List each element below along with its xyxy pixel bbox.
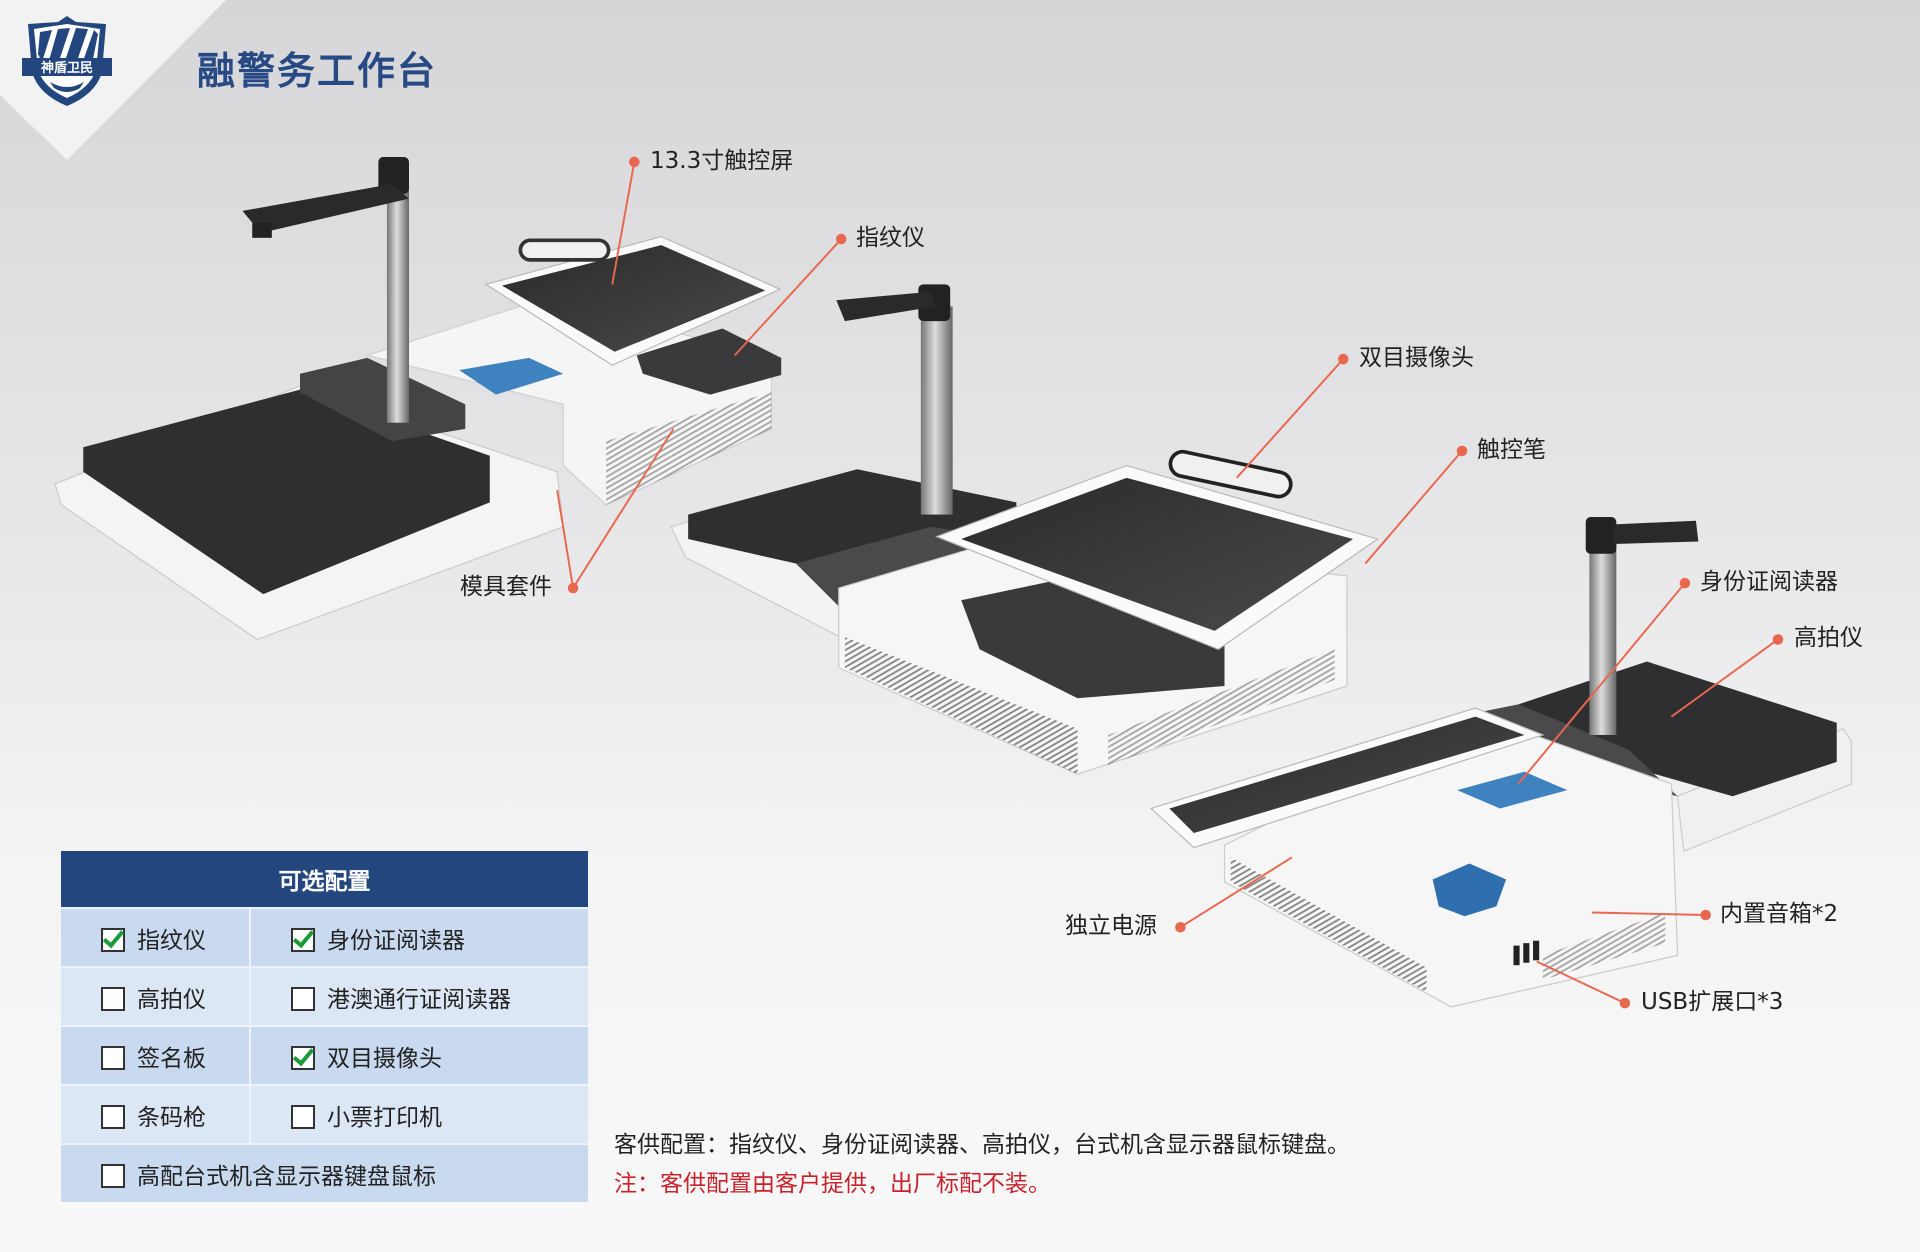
callout-stylus: 触控笔	[1477, 437, 1546, 463]
table-row: 高配台式机含显示器键盘鼠标	[61, 1143, 588, 1202]
option-label: 高配台式机含显示器键盘鼠标	[137, 1163, 436, 1190]
callout-document-camera: 高拍仪	[1794, 625, 1863, 651]
option-label: 条码枪	[137, 1104, 206, 1131]
table-row: 高拍仪 港澳通行证阅读器	[61, 966, 588, 1026]
option-binocular-camera[interactable]: 双目摄像头	[249, 1025, 588, 1085]
config-table-title: 可选配置	[61, 851, 588, 908]
checkbox-checked[interactable]	[291, 927, 316, 952]
callout-id-reader: 身份证阅读器	[1700, 569, 1838, 595]
callout-speakers: 内置音箱*2	[1720, 901, 1839, 927]
table-row: 指纹仪 身份证阅读器	[61, 907, 588, 967]
device-center	[670, 284, 1379, 775]
warning-note: 注：客供配置由客户提供，出厂标配不装。	[614, 1171, 1051, 1197]
customer-supplied-note: 客供配置：指纹仪、身份证阅读器、高拍仪，台式机含显示器鼠标键盘。	[614, 1132, 1350, 1158]
callout-binocular-camera: 双目摄像头	[1359, 345, 1474, 371]
option-label: 签名板	[137, 1045, 206, 1072]
option-fingerprint[interactable]: 指纹仪	[61, 907, 251, 967]
callout-power-supply: 独立电源	[1065, 913, 1157, 939]
checkbox-checked[interactable]	[101, 927, 125, 952]
option-barcode-scanner[interactable]: 条码枪	[61, 1084, 251, 1144]
checkbox-checked[interactable]	[291, 1045, 316, 1070]
option-label: 高拍仪	[137, 986, 206, 1013]
option-id-reader[interactable]: 身份证阅读器	[249, 907, 588, 967]
callout-fingerprint: 指纹仪	[856, 225, 925, 251]
option-label: 港澳通行证阅读器	[327, 986, 512, 1013]
callout-mold-kit: 模具套件	[460, 574, 552, 600]
shield-logo-icon: 神盾卫民	[22, 16, 112, 106]
option-label: 小票打印机	[327, 1104, 443, 1131]
callout-usb: USB扩展口*3	[1641, 989, 1784, 1015]
checkbox[interactable]	[101, 1163, 125, 1188]
checkbox[interactable]	[101, 1045, 125, 1070]
checkbox[interactable]	[291, 1104, 316, 1129]
device-left	[54, 157, 782, 641]
table-row: 签名板 双目摄像头	[61, 1025, 588, 1085]
table-row: 条码枪 小票打印机	[61, 1084, 588, 1144]
optional-config-table: 可选配置 指纹仪 身份证阅读器 高拍仪 港澳通行证阅读器 签名板 双目摄像头 条…	[61, 851, 588, 1202]
option-document-camera[interactable]: 高拍仪	[61, 966, 251, 1026]
option-hk-macau-reader[interactable]: 港澳通行证阅读器	[249, 966, 588, 1026]
callout-touchscreen: 13.3寸触控屏	[650, 148, 794, 174]
option-label: 指纹仪	[137, 927, 206, 954]
svg-text:神盾卫民: 神盾卫民	[41, 60, 93, 76]
callout-lines	[556, 156, 1784, 1009]
checkbox[interactable]	[101, 986, 125, 1011]
option-label: 身份证阅读器	[327, 927, 466, 954]
device-right	[1149, 517, 1853, 1008]
checkbox[interactable]	[101, 1104, 125, 1129]
checkbox[interactable]	[291, 986, 316, 1011]
option-label: 双目摄像头	[327, 1045, 443, 1072]
option-signature-pad[interactable]: 签名板	[61, 1025, 251, 1085]
option-receipt-printer[interactable]: 小票打印机	[249, 1084, 588, 1144]
page-title: 融警务工作台	[197, 49, 438, 93]
option-desktop-pc[interactable]: 高配台式机含显示器键盘鼠标	[61, 1143, 588, 1202]
